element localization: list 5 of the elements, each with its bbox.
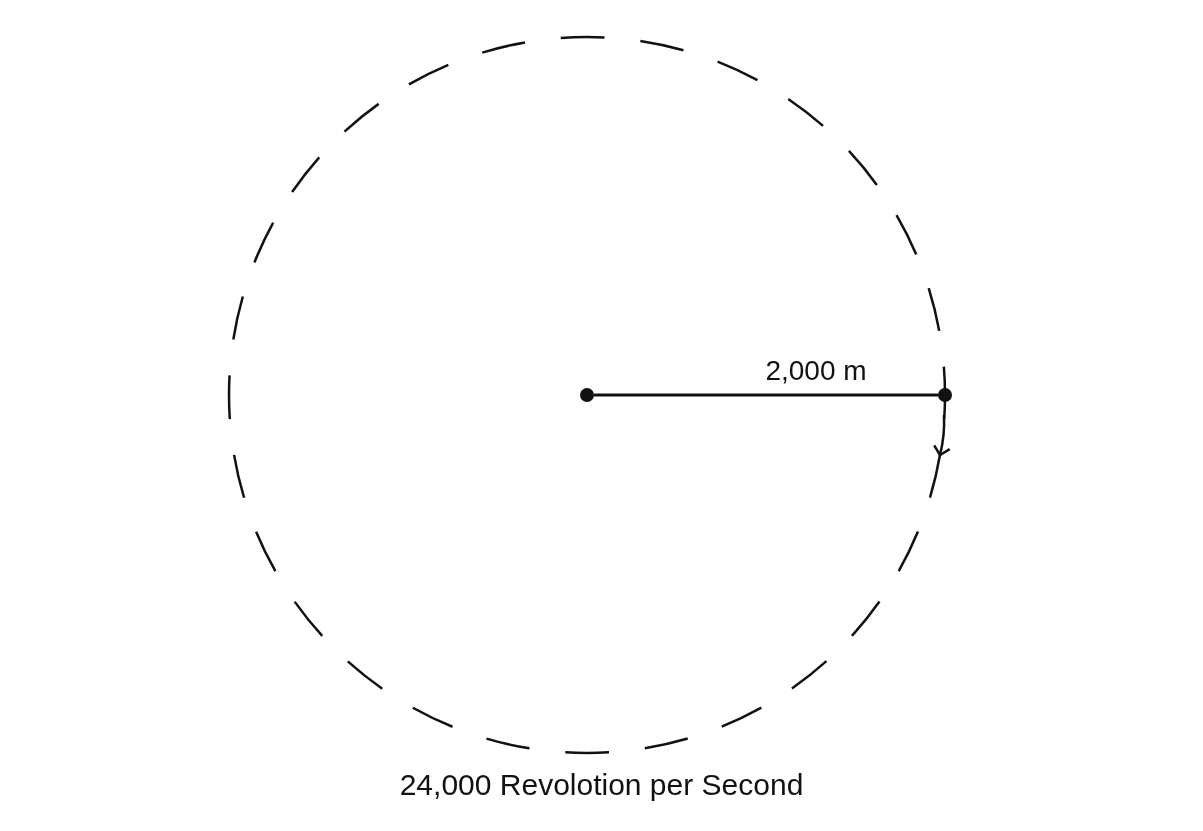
point-dot xyxy=(580,388,594,402)
point-dot xyxy=(938,388,952,402)
edge-label: 2,000 m xyxy=(765,355,867,387)
radius-line xyxy=(594,393,938,397)
caption: 24,000 Revolotion per Second xyxy=(399,768,804,801)
